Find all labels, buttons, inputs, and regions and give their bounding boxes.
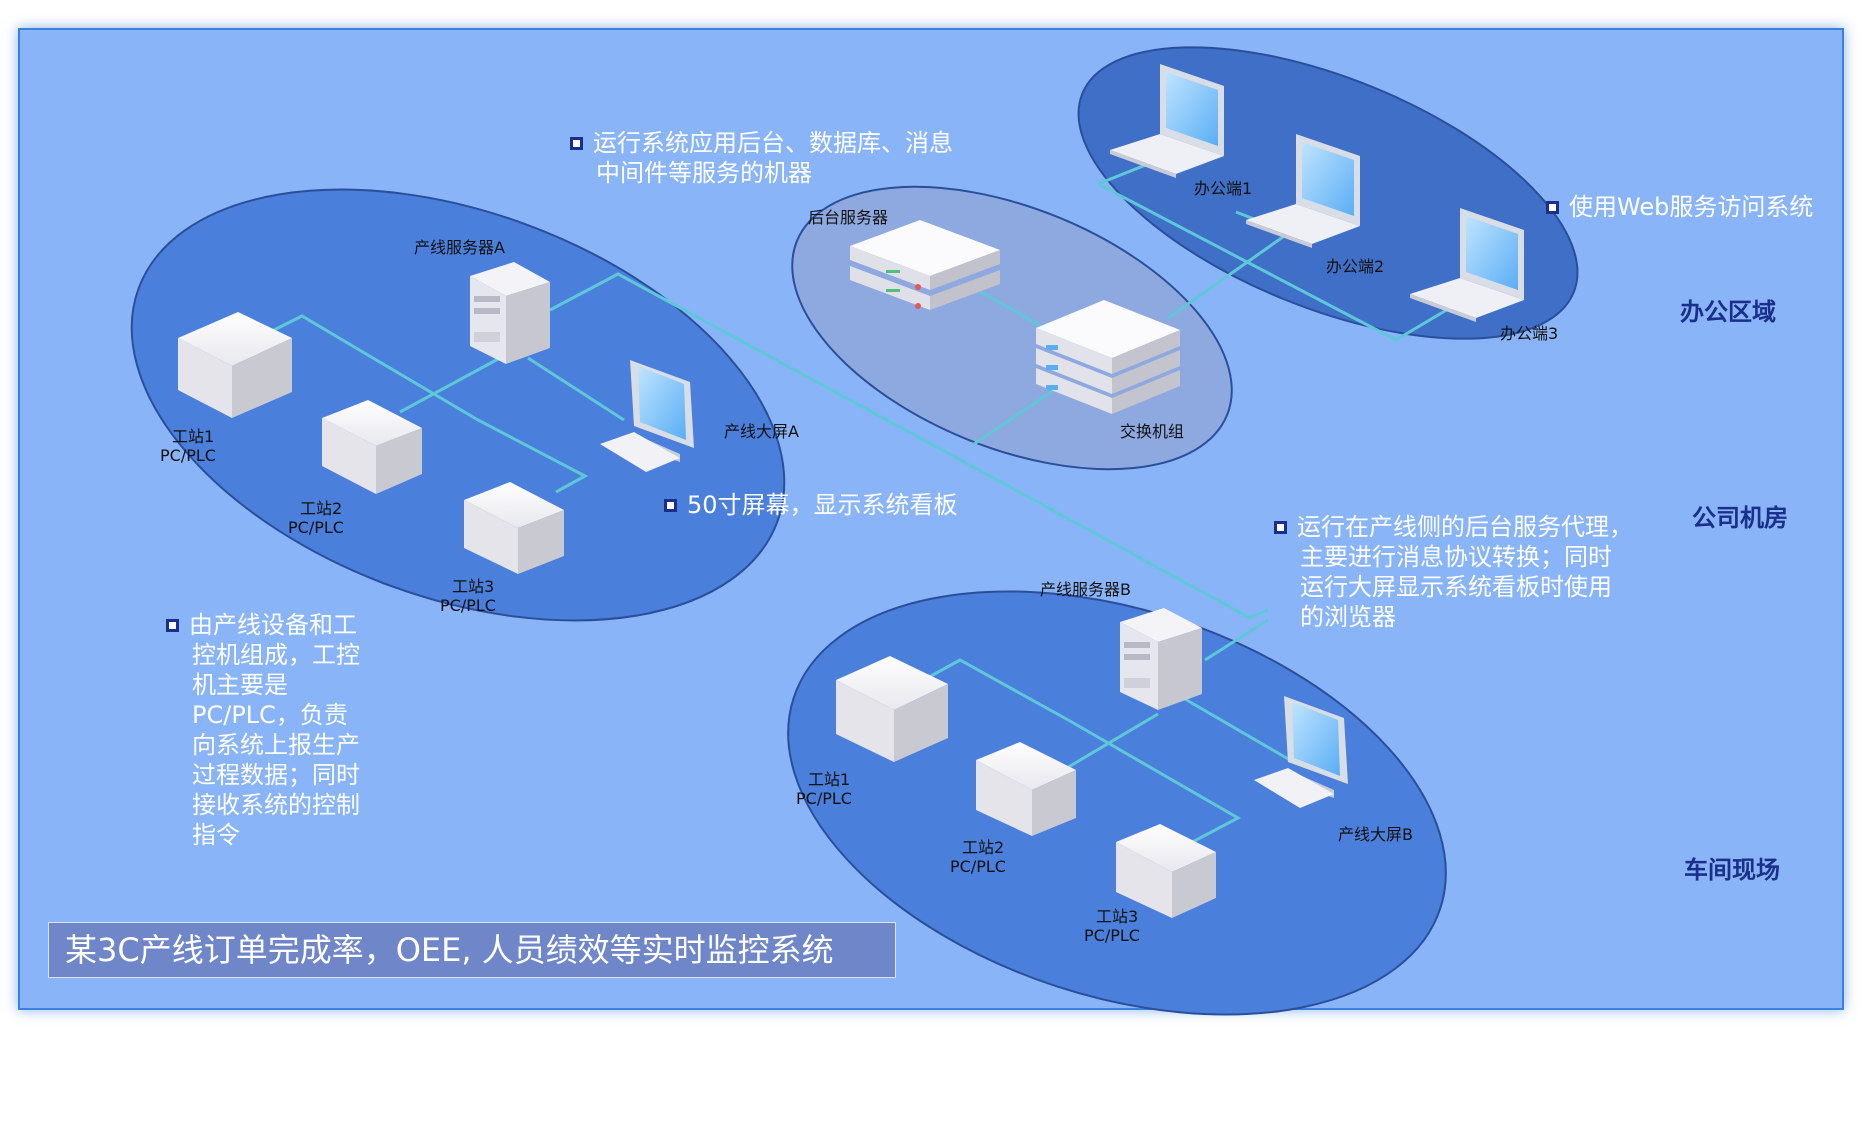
monitor-b-icon [1254,696,1348,808]
link-a-internal [355,346,589,494]
note-web-line1: 使用Web服务访问系统 [1569,193,1814,221]
server-a-icon [470,262,550,364]
workstation-2a-icon [322,400,422,494]
ws1a-name: 工站1 [172,427,214,446]
link-b-up [1204,618,1269,662]
note-stations: 由产线设备和工 控机组成，工控 机主要是 PC/PLC，负责 向系统上报生产 过… [166,610,360,850]
link-a-screen [527,356,625,422]
zone-datacenter-label: 公司机房 [1692,504,1788,532]
server-b-icon [1120,608,1202,710]
office3-label: 办公端3 [1500,324,1558,343]
office2-label: 办公端2 [1326,257,1384,276]
screen-b-label: 产线大屏B [1338,825,1413,844]
laptop-2-icon [1246,134,1360,248]
note-stations-line7: 接收系统的控制 [192,791,360,819]
bullet-icon [1274,521,1287,534]
note-stations-line6: 过程数据；同时 [192,761,360,789]
note-backend-line2: 中间件等服务的机器 [596,159,812,187]
link-a-to-switch [549,272,1269,620]
line-a-ellipse [130,188,786,622]
workstation-2b-icon [976,742,1076,836]
zone-office-label: 办公区域 [1680,298,1776,326]
note-web: 使用Web服务访问系统 [1546,192,1813,222]
workstation-1a-icon [178,312,292,418]
monitor-a-icon [600,360,694,472]
note-stations-line5: 向系统上报生产 [192,731,360,759]
backend-server-label: 后台服务器 [808,208,888,227]
link-ws2-b [1059,712,1159,774]
ws3a-name: 工站3 [452,577,494,596]
link-switch-office [1167,230,1291,320]
ws2a-name: 工站2 [300,499,342,518]
ws2b-name: 工站2 [962,838,1004,857]
screen-a-label: 产线大屏A [724,422,799,441]
laptop-1-icon [1110,64,1224,178]
note-proxy-line4: 的浏览器 [1300,603,1396,631]
note-stations-line1: 由产线设备和工 [189,611,357,639]
note-proxy: 运行在产线侧的后台服务代理， 主要进行消息协议转换；同时 运行大屏显示系统看板时… [1274,512,1633,632]
bullet-icon [166,619,179,632]
link-b-internal [917,658,1242,859]
laptop-3-icon [1410,208,1524,322]
backend-server-icon [850,220,1000,310]
network-links [257,150,1461,859]
note-proxy-line2: 主要进行消息协议转换；同时 [1300,543,1612,571]
system-title-banner: 某3C产线订单完成率，OEE, 人员绩效等实时监控系统 [48,922,896,978]
ws1a-type: PC/PLC [160,446,216,465]
office1-label: 办公端1 [1194,179,1252,198]
ws1b-type: PC/PLC [796,789,852,808]
server-b-label: 产线服务器B [1040,580,1131,599]
note-proxy-line3: 运行大屏显示系统看板时使用 [1300,573,1612,601]
link-b-screen [1177,693,1291,762]
bullet-icon [1546,201,1559,214]
bullet-icon [664,499,677,512]
server-a-label: 产线服务器A [414,238,505,257]
link-switch-down [973,380,1067,446]
zone-workshop-label: 车间现场 [1684,856,1780,884]
bullet-icon [570,137,583,150]
link-ws2-a [399,356,501,414]
ws2a-type: PC/PLC [288,518,344,537]
switch-group-label: 交换机组 [1120,422,1184,441]
note-backend-line1: 运行系统应用后台、数据库、消息 [593,129,953,157]
note-stations-line2: 控机组成，工控 [192,641,360,669]
note-stations-line8: 指令 [192,821,240,849]
note-screen-line1: 50寸屏幕，显示系统看板 [687,491,958,519]
note-stations-line3: 机主要是 [192,671,288,699]
ws3b-type: PC/PLC [1084,926,1140,945]
switch-group-icon [1036,300,1180,414]
ws3b-name: 工站3 [1096,907,1138,926]
workstation-3b-icon [1116,824,1216,918]
ws1b-name: 工站1 [808,770,850,789]
link-office-bus [1097,182,1461,342]
note-stations-line4: PC/PLC，负责 [192,701,348,729]
note-backend: 运行系统应用后台、数据库、消息 中间件等服务的机器 [570,128,953,188]
workstation-1b-icon [836,656,948,762]
note-proxy-line1: 运行在产线侧的后台服务代理， [1297,513,1633,541]
ws2b-type: PC/PLC [950,857,1006,876]
ws3a-type: PC/PLC [440,596,496,615]
workstation-3a-icon [464,482,564,574]
note-screen: 50寸屏幕，显示系统看板 [664,490,958,520]
